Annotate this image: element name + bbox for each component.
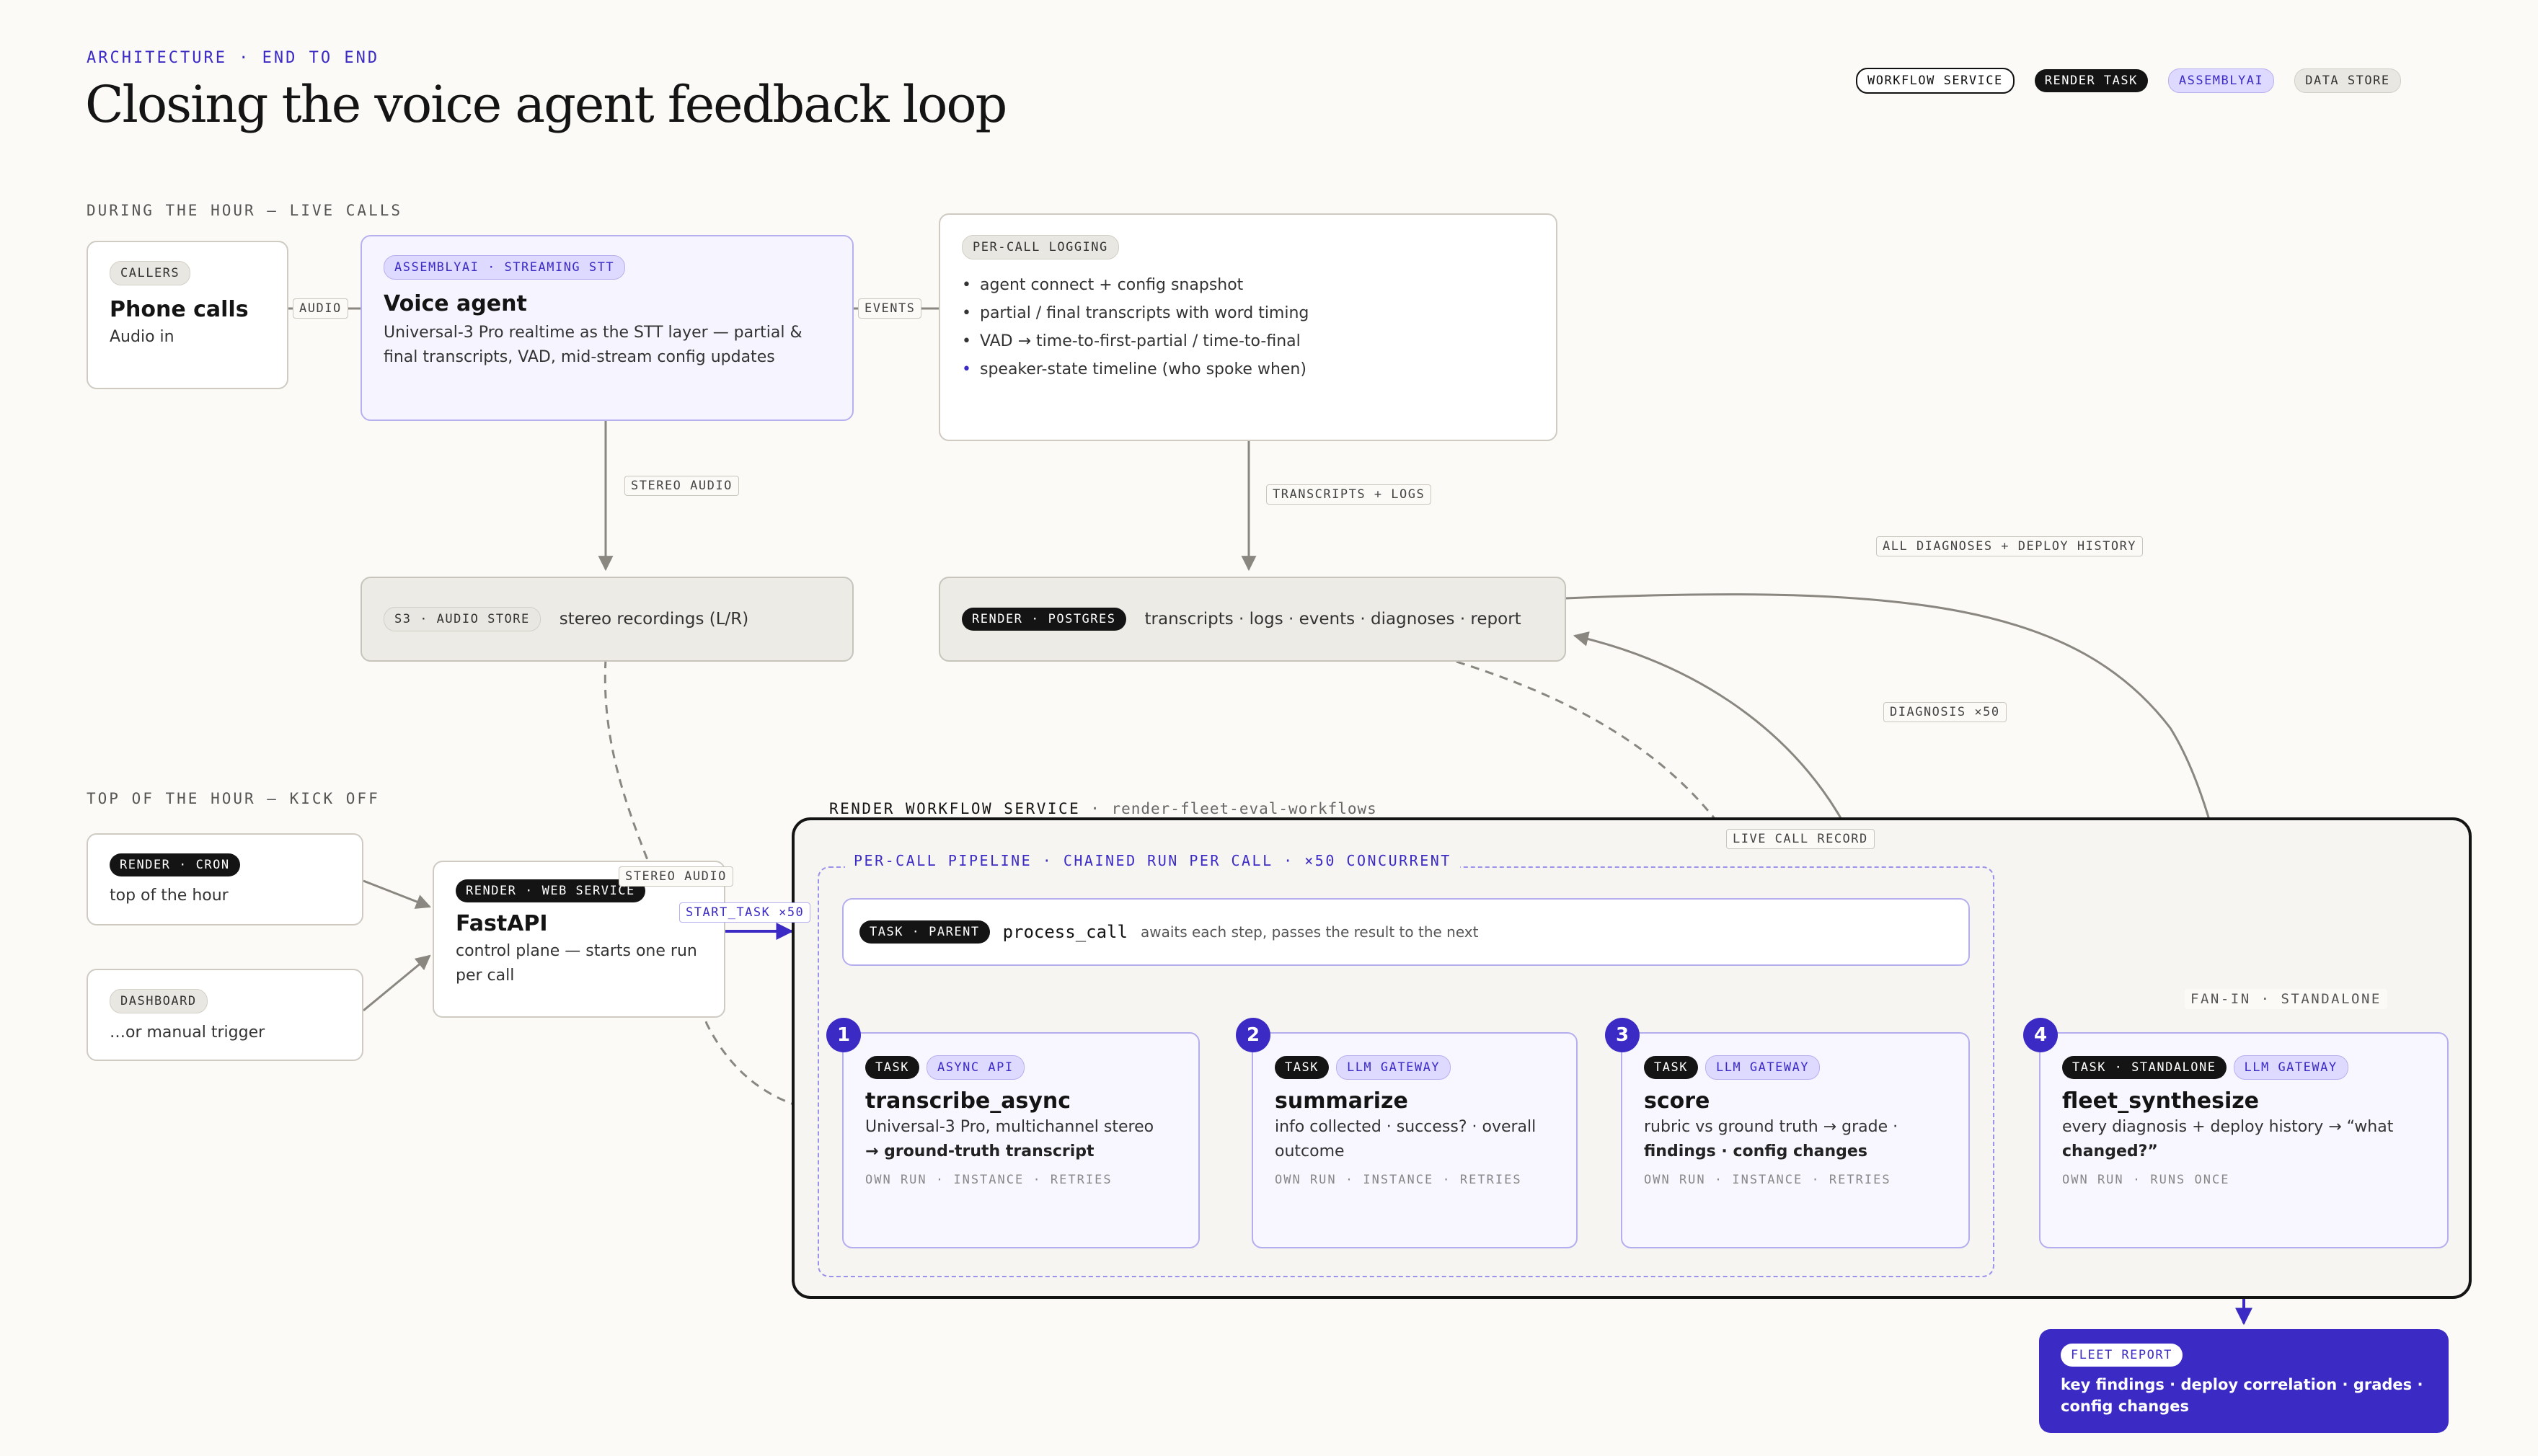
edge-label-transcripts-logs: TRANSCRIPTS + LOGS: [1266, 484, 1432, 505]
edge-label-events: EVENTS: [858, 298, 922, 319]
fastapi-tag: RENDER · WEB SERVICE: [456, 879, 645, 902]
task-desc-bold: changed?”: [2062, 1142, 2158, 1160]
eyebrow: ARCHITECTURE · END TO END: [87, 49, 380, 67]
task-meta: OWN RUN · INSTANCE · RETRIES: [1275, 1173, 1522, 1187]
task-tag: TASK: [865, 1056, 919, 1079]
pipeline-label: PER-CALL PIPELINE · CHAINED RUN PER CALL…: [845, 852, 1460, 869]
voice-agent-title: Voice agent: [384, 291, 527, 316]
task-score: TASK LLM GATEWAY score rubric vs ground t…: [1621, 1032, 1970, 1248]
workflow-title-sep: ·: [1090, 800, 1102, 817]
task-name: score: [1644, 1088, 1710, 1114]
task-name: transcribe_async: [865, 1088, 1071, 1114]
task-tag-2: ASYNC API: [926, 1055, 1025, 1080]
task-desc: info collected · success? · overall: [1275, 1118, 1536, 1136]
step-number: 2: [1236, 1018, 1270, 1052]
cron-tag: RENDER · CRON: [110, 853, 240, 876]
process-call-node: TASK · PARENT process_call awaits each s…: [842, 898, 1970, 966]
task-tag: TASK: [1644, 1056, 1698, 1079]
task-summarize: TASK LLM GATEWAY summarize info collected…: [1252, 1032, 1578, 1248]
task-desc-bold: findings · config changes: [1644, 1142, 1867, 1160]
callers-title: Phone calls: [110, 297, 249, 322]
fleet-report-node: FLEET REPORT key findings · deploy corre…: [2039, 1329, 2449, 1433]
legend-data-store: DATA STORE: [2294, 68, 2401, 93]
edge-label-live-call-record: LIVE CALL RECORD: [1726, 829, 1875, 849]
logging-node: PER-CALL LOGGING agent connect + config …: [939, 213, 1557, 441]
postgres-text: transcripts · logs · events · diagnoses …: [1144, 610, 1521, 629]
task-tag: TASK · STANDALONE: [2062, 1056, 2227, 1079]
logging-tag: PER-CALL LOGGING: [962, 235, 1119, 259]
task-desc-bold: → ground-truth transcript: [865, 1142, 1095, 1160]
fleet-report-text: key findings · deploy correlation · grad…: [2061, 1376, 2423, 1415]
page-title: Closing the voice agent feedback loop: [85, 75, 1007, 134]
task-tag-2: LLM GATEWAY: [1704, 1055, 1821, 1080]
dashboard-text: …or manual trigger: [110, 1024, 265, 1042]
voice-agent-node: ASSEMBLYAI · STREAMING STT Voice agent U…: [361, 235, 854, 421]
task-fleet-synthesize: TASK · STANDALONE LLM GATEWAY fleet_synth…: [2039, 1032, 2449, 1248]
task-tag: TASK: [1275, 1056, 1329, 1079]
task-meta: OWN RUN · RUNS ONCE: [2062, 1173, 2230, 1187]
logging-item: agent connect + config snapshot: [962, 271, 1534, 299]
workflow-title-text: RENDER WORKFLOW SERVICE: [829, 800, 1081, 817]
s3-tag: S3 · AUDIO STORE: [384, 607, 541, 631]
task-tag-2: LLM GATEWAY: [1335, 1055, 1451, 1080]
step-number: 4: [2023, 1018, 2058, 1052]
workflow-title: RENDER WORKFLOW SERVICE · render-fleet-e…: [818, 800, 1389, 817]
edge-label-stereo-audio-2: STEREO AUDIO: [619, 866, 733, 887]
edge-label-diagnosis: DIAGNOSIS ×50: [1883, 702, 2007, 722]
logging-item: speaker-state timeline (who spoke when): [962, 355, 1534, 383]
parent-desc: awaits each step, passes the result to t…: [1140, 923, 1479, 941]
fastapi-node: RENDER · WEB SERVICE FastAPI control pla…: [433, 861, 725, 1018]
s3-text: stereo recordings (L/R): [559, 610, 749, 629]
task-tag-2: LLM GATEWAY: [2233, 1055, 2348, 1080]
logging-item: VAD → time-to-first-partial / time-to-fi…: [962, 327, 1534, 355]
edge-dashboard-fastapi: [363, 954, 431, 1012]
step-number: 1: [826, 1018, 861, 1052]
edge-cron-fastapi: [363, 879, 431, 909]
callers-tag: CALLERS: [110, 261, 191, 285]
edge-label-all-diagnoses: ALL DIAGNOSES + DEPLOY HISTORY: [1876, 536, 2144, 556]
section-live-calls: DURING THE HOUR — LIVE CALLS: [87, 202, 403, 219]
logging-item: partial / final transcripts with word ti…: [962, 299, 1534, 327]
task-name: fleet_synthesize: [2062, 1088, 2260, 1114]
workflow-name: render-fleet-eval-workflows: [1111, 800, 1377, 817]
logging-list: agent connect + config snapshot partial …: [962, 271, 1534, 383]
fastapi-title: FastAPI: [456, 911, 548, 936]
dashboard-node[interactable]: DASHBOARD …or manual trigger: [87, 969, 363, 1061]
task-meta: OWN RUN · INSTANCE · RETRIES: [865, 1173, 1113, 1187]
postgres-tag: RENDER · POSTGRES: [962, 608, 1126, 631]
edge-label-start-task: START_TASK ×50: [679, 902, 811, 923]
callers-sub: Audio in: [110, 328, 174, 346]
legend-render-task: RENDER TASK: [2034, 69, 2148, 92]
task-desc: rubric vs ground truth → grade ·: [1644, 1118, 1898, 1136]
fleet-report-tag: FLEET REPORT: [2061, 1344, 2183, 1367]
postgres-node: RENDER · POSTGRES transcripts · logs · e…: [939, 577, 1566, 662]
dashboard-tag: DASHBOARD: [110, 989, 208, 1013]
cron-node: RENDER · CRON top of the hour: [87, 833, 363, 925]
cron-text: top of the hour: [110, 887, 229, 905]
fastapi-desc: control plane — starts one run per call: [456, 942, 697, 985]
legend-workflow-service: WORKFLOW SERVICE: [1856, 68, 2015, 94]
edge-label-fan-in: FAN-IN · STANDALONE: [2185, 989, 2387, 1009]
parent-tag: TASK · PARENT: [859, 920, 990, 944]
legend-assemblyai: ASSEMBLYAI: [2167, 68, 2275, 93]
callers-node: CALLERS Phone calls Audio in: [87, 241, 288, 389]
edge-label-audio: AUDIO: [293, 298, 348, 319]
task-meta: OWN RUN · INSTANCE · RETRIES: [1644, 1173, 1891, 1187]
task-desc: every diagnosis + deploy history → “what: [2062, 1118, 2394, 1136]
voice-agent-tag: ASSEMBLYAI · STREAMING STT: [384, 255, 626, 280]
section-kick-off: TOP OF THE HOUR — KICK OFF: [87, 790, 380, 807]
task-name: summarize: [1275, 1088, 1408, 1114]
task-transcribe: TASK ASYNC API transcribe_async Universal…: [842, 1032, 1200, 1248]
task-desc-2: outcome: [1275, 1142, 1345, 1160]
voice-agent-desc: Universal-3 Pro realtime as the STT laye…: [384, 324, 802, 366]
legend: WORKFLOW SERVICE RENDER TASK ASSEMBLYAI …: [1856, 68, 2401, 94]
parent-name: process_call: [1002, 922, 1128, 942]
s3-node: S3 · AUDIO STORE stereo recordings (L/R): [361, 577, 854, 662]
task-desc: Universal-3 Pro, multichannel stereo: [865, 1118, 1154, 1136]
step-number: 3: [1605, 1018, 1640, 1052]
edge-label-stereo-audio: STEREO AUDIO: [624, 476, 739, 496]
